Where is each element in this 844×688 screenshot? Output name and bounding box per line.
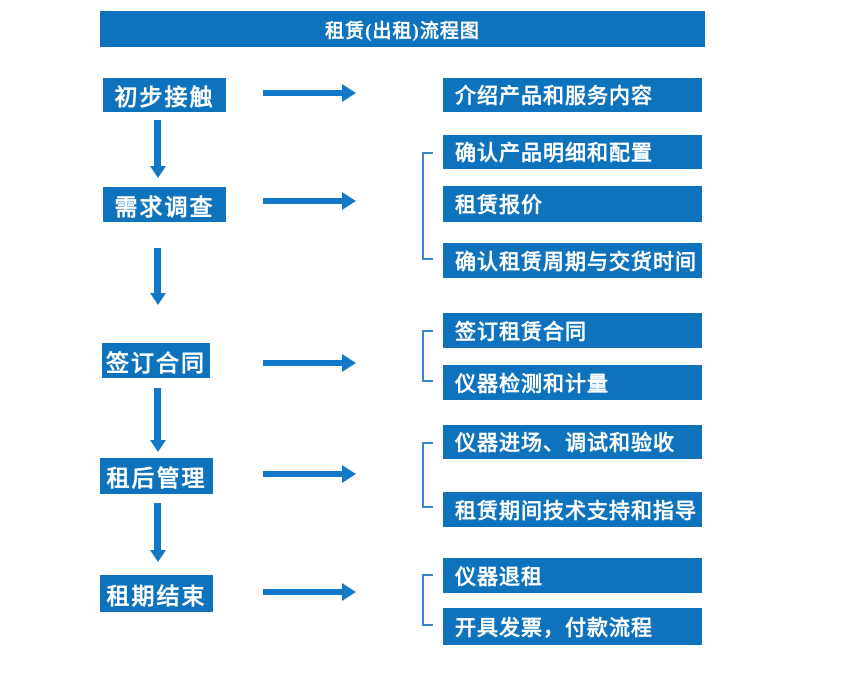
detail-label: 仪器检测和计量 <box>455 371 609 396</box>
step-box-sign-contract: 签订合同 <box>102 343 210 378</box>
flowchart-title-bar: 租赁(出租)流程图 <box>100 11 705 47</box>
detail-label: 仪器进场、调试和验收 <box>455 431 675 455</box>
arrow-right-icon <box>263 583 356 601</box>
detail-label: 签订租赁合同 <box>455 319 587 344</box>
step-box-demand-survey: 需求调查 <box>103 187 226 222</box>
step-label: 租后管理 <box>106 466 207 491</box>
group-bracket <box>422 442 433 508</box>
flowchart-title: 租赁(出租)流程图 <box>325 20 480 42</box>
arrow-right-icon <box>263 192 356 210</box>
arrow-down-icon <box>150 503 166 562</box>
detail-label: 开具发票，付款流程 <box>455 615 653 640</box>
detail-box-instrument-testing-metering: 仪器检测和计量 <box>443 365 702 400</box>
step-label: 签订合同 <box>106 350 206 376</box>
arrow-right-icon <box>263 84 356 102</box>
step-label: 需求调查 <box>114 194 215 220</box>
detail-label: 介绍产品和服务内容 <box>455 84 653 108</box>
detail-box-confirm-rental-period-delivery: 确认租赁周期与交货时间 <box>443 243 702 278</box>
arrow-right-icon <box>263 354 356 372</box>
step-box-rental-end: 租期结束 <box>100 575 213 612</box>
step-box-initial-contact: 初步接触 <box>103 78 226 112</box>
arrow-down-icon <box>150 388 166 452</box>
arrow-right-icon <box>263 465 356 483</box>
detail-label: 租赁期间技术支持和指导 <box>455 498 697 523</box>
detail-label: 租赁报价 <box>455 193 543 217</box>
detail-label: 仪器退租 <box>455 564 543 589</box>
group-bracket <box>422 574 433 626</box>
detail-box-confirm-product-details-config: 确认产品明细和配置 <box>443 135 702 169</box>
group-bracket <box>422 330 433 382</box>
arrow-down-icon <box>150 120 166 178</box>
detail-box-introduce-products-services: 介绍产品和服务内容 <box>443 78 702 112</box>
detail-label: 确认产品明细和配置 <box>455 141 653 165</box>
arrow-down-icon <box>150 248 166 305</box>
group-bracket <box>422 152 433 260</box>
detail-box-invoice-payment-process: 开具发票，付款流程 <box>443 608 702 645</box>
step-label: 初步接触 <box>114 85 215 110</box>
detail-box-technical-support-guidance: 租赁期间技术支持和指导 <box>443 492 702 527</box>
detail-label: 确认租赁周期与交货时间 <box>455 249 697 274</box>
detail-box-instrument-return: 仪器退租 <box>443 558 702 593</box>
detail-box-rental-quotation: 租赁报价 <box>443 186 702 222</box>
detail-box-sign-rental-contract: 签订租赁合同 <box>443 313 702 348</box>
detail-box-instrument-entry-debug-acceptance: 仪器进场、调试和验收 <box>443 425 702 459</box>
step-box-post-rental-management: 租后管理 <box>100 458 213 494</box>
step-label: 租期结束 <box>106 583 207 609</box>
